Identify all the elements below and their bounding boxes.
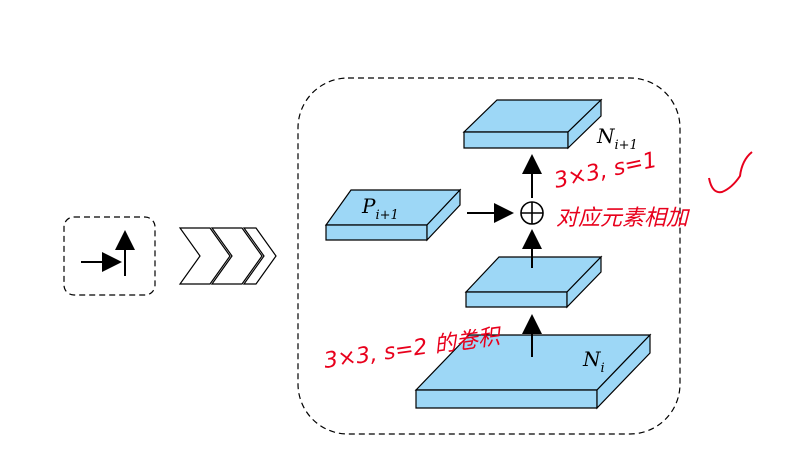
annotation-conv-scribble-icon (708, 151, 753, 194)
slab-n-bottom (414, 333, 652, 410)
label-p: Pi+1 (361, 194, 399, 223)
slab-n-top-front-face (463, 131, 569, 149)
slab-middle (464, 255, 603, 309)
chevron-arrows-icon (178, 227, 277, 285)
elementwise-add-icon (520, 201, 544, 225)
annotation-elementwise-add: 对应元素相加 (556, 206, 691, 231)
annotation-stride1-conv: 3×3, s=1 (552, 148, 659, 194)
slab-p-side-face (426, 188, 461, 242)
slab-p (324, 188, 462, 242)
legend-dashed-border (63, 216, 156, 296)
label-n-bottom: Ni (582, 347, 605, 376)
chevron-1-icon (178, 227, 231, 285)
slab-n-top (462, 98, 603, 150)
slab-middle-front-face (465, 291, 568, 308)
slab-middle-side-face (566, 255, 602, 309)
legend-box (63, 216, 156, 296)
chevron-2-icon (210, 227, 263, 285)
slab-n-bottom-side-face (596, 333, 651, 410)
slab-n-bottom-front-face (415, 389, 598, 409)
module-dashed-border (297, 77, 681, 435)
chevron-3-icon (242, 227, 277, 285)
label-n-top: Ni+1 (596, 124, 638, 153)
slab-n-top-side-face (567, 98, 602, 150)
slab-p-front-face (325, 224, 428, 241)
